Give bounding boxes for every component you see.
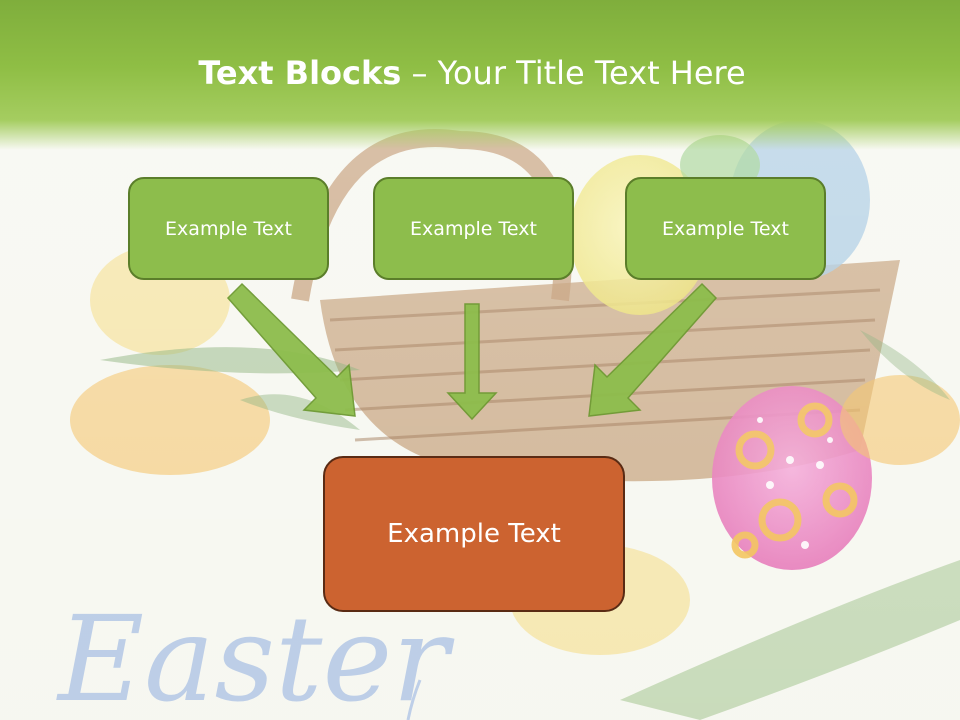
- text-block-bottom[interactable]: Example Text: [323, 456, 625, 612]
- text-block-label: Example Text: [662, 217, 789, 240]
- title-bold: Text Blocks: [198, 54, 402, 92]
- title-header-band: [0, 0, 960, 150]
- text-block-label: Example Text: [387, 519, 561, 549]
- slide-title: Text Blocks – Your Title Text Here: [0, 54, 944, 92]
- text-block-top-left[interactable]: Example Text: [128, 177, 329, 280]
- text-block-label: Example Text: [165, 217, 292, 240]
- text-block-top-center[interactable]: Example Text: [373, 177, 574, 280]
- text-block-top-right[interactable]: Example Text: [625, 177, 826, 280]
- title-separator: –: [401, 54, 438, 92]
- text-block-label: Example Text: [410, 217, 537, 240]
- title-rest: Your Title Text Here: [437, 54, 746, 92]
